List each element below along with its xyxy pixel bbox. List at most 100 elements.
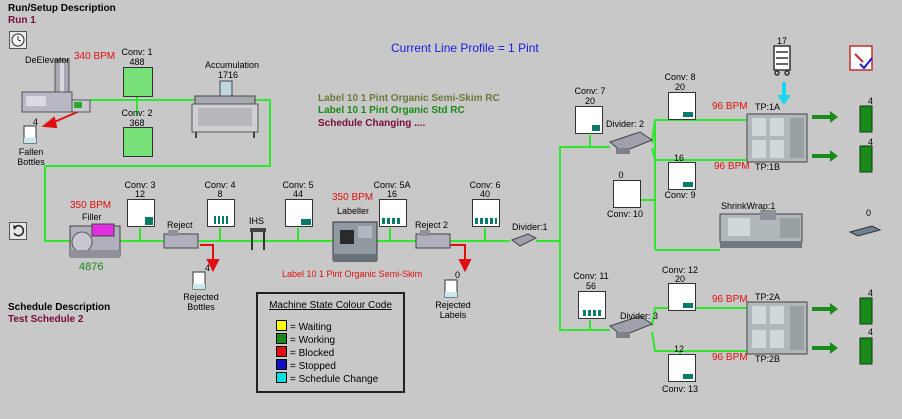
reject-label: Reject xyxy=(167,220,193,230)
tp2b-bpm: 96 BPM xyxy=(712,352,748,363)
shrinkwrap-label: ShrinkWrap:1 xyxy=(721,201,776,211)
conv10-box[interactable] xyxy=(613,180,641,208)
conv3-box[interactable] xyxy=(127,199,155,227)
legend-item-working: = Working xyxy=(276,333,335,347)
filler-count: 4876 xyxy=(79,261,104,273)
fallen-count: 4 xyxy=(33,117,39,127)
tp1b-bpm: 96 BPM xyxy=(714,161,750,172)
conv7-label: Conv: 7 xyxy=(574,86,606,96)
tp1a-label: TP:1A xyxy=(755,102,781,112)
conv13-box[interactable] xyxy=(668,354,696,382)
filler-bpm: 350 BPM xyxy=(70,200,112,211)
legend-item-waiting: = Waiting xyxy=(276,320,332,334)
conv13-label: Conv: 13 xyxy=(661,384,699,394)
conv2-count: 368 xyxy=(129,118,145,128)
divider2-label: Divider: 2 xyxy=(606,119,645,129)
conv4-box[interactable] xyxy=(207,199,235,227)
conv6-count: 40 xyxy=(479,189,490,199)
legend-swatch xyxy=(276,346,287,357)
rejected-labels-label: Rejected Labels xyxy=(435,300,471,320)
run-setup-title: Run/Setup Description xyxy=(8,3,116,14)
fallen-bottles-bin xyxy=(23,125,37,144)
legend-item-schedule-change: = Schedule Change xyxy=(276,372,378,386)
tp1-machine[interactable] xyxy=(746,113,808,163)
rejected-bottles-bin xyxy=(192,271,206,290)
labeller-machine[interactable] xyxy=(332,221,378,262)
labeller-bpm: 350 BPM xyxy=(332,192,374,203)
legend-label: = Schedule Change xyxy=(290,374,379,385)
conv7-box[interactable] xyxy=(575,106,603,134)
conv7-count: 20 xyxy=(584,96,595,106)
rejected-labels-bin xyxy=(444,279,458,298)
tp2a-bpm: 96 BPM xyxy=(712,294,748,305)
reject-machine[interactable] xyxy=(163,230,199,249)
conv1-label: Conv: 1 xyxy=(121,47,153,57)
fallen-bottles-label: Fallen Bottles xyxy=(17,147,45,167)
divider1-label: Divider:1 xyxy=(512,222,548,232)
label-info-line2: Label 10 1 Pint Organic Std RC xyxy=(318,105,465,116)
conv1-box[interactable] xyxy=(123,67,153,97)
schedule-title: Schedule Description xyxy=(8,302,111,313)
conv12-label: Conv: 12 xyxy=(661,265,699,275)
conv4-label: Conv: 4 xyxy=(204,180,236,190)
conv2-box[interactable] xyxy=(123,127,153,157)
conv1-count: 488 xyxy=(129,57,145,67)
conv5a-box[interactable] xyxy=(379,199,407,227)
conv9-box[interactable] xyxy=(668,162,696,190)
legend-label: = Waiting xyxy=(290,322,332,333)
tp1b-out: 4 xyxy=(868,137,874,147)
pallet-icon xyxy=(848,225,882,237)
ihs-machine[interactable] xyxy=(250,228,266,250)
conv12-count: 20 xyxy=(674,274,685,284)
output-arrows xyxy=(812,111,838,354)
legend-swatch xyxy=(276,333,287,344)
tp2b-out: 4 xyxy=(868,327,874,337)
conv8-count: 20 xyxy=(674,82,685,92)
conv10-label: Conv: 10 xyxy=(606,209,644,219)
divider3-machine[interactable] xyxy=(608,315,654,338)
schedule-change-arrow xyxy=(777,82,791,105)
reject2-machine[interactable] xyxy=(415,230,451,249)
legend-item-stopped: = Stopped xyxy=(276,359,336,373)
conv5-box[interactable] xyxy=(285,199,313,227)
report-icon[interactable] xyxy=(849,45,873,71)
deelevator-bpm: 340 BPM xyxy=(74,51,116,62)
tp2-machine[interactable] xyxy=(746,301,808,355)
conv11-count: 56 xyxy=(585,281,596,291)
conv5a-count: 16 xyxy=(386,189,397,199)
conv5-label: Conv: 5 xyxy=(282,180,314,190)
schedule-value: Test Schedule 2 xyxy=(8,314,84,325)
divider3-label: Divider: 3 xyxy=(620,311,659,321)
conv6-label: Conv: 6 xyxy=(469,180,501,190)
accumulation-count: 1716 xyxy=(217,70,239,80)
deelevator-label: DeElevator xyxy=(25,55,70,65)
conv11-label: Conv: 11 xyxy=(573,271,609,281)
tp1a-out: 4 xyxy=(868,96,874,106)
shrinkwrap-machine[interactable] xyxy=(719,210,803,248)
divider1-machine[interactable] xyxy=(510,233,538,247)
refresh-icon[interactable] xyxy=(9,222,27,240)
conv13-count: 12 xyxy=(674,344,685,354)
reject2-count: 0 xyxy=(455,270,461,280)
tp2b-label: TP:2B xyxy=(755,354,781,364)
tp2a-label: TP:2A xyxy=(755,292,781,302)
legend-item-blocked: = Blocked xyxy=(276,346,334,360)
trolley-icon xyxy=(773,45,791,76)
conv6-box[interactable] xyxy=(472,199,500,227)
legend-title: Machine State Colour Code xyxy=(269,300,392,311)
filler-label: Filler xyxy=(82,212,102,222)
deelevator-machine[interactable] xyxy=(21,59,91,113)
accumulation-machine[interactable] xyxy=(191,80,259,138)
tp1b-label: TP:1B xyxy=(755,162,781,172)
conv9-count: 16 xyxy=(674,153,685,163)
conv3-label: Conv: 3 xyxy=(124,180,156,190)
clock-icon[interactable] xyxy=(9,31,27,49)
conv3-count: 12 xyxy=(134,189,145,199)
conv11-box[interactable] xyxy=(578,291,606,319)
divider2-machine[interactable] xyxy=(608,131,654,154)
conv8-box[interactable] xyxy=(668,92,696,120)
filler-machine[interactable] xyxy=(69,223,121,258)
reject-count: 4 xyxy=(205,263,211,273)
conv12-box[interactable] xyxy=(668,283,696,311)
